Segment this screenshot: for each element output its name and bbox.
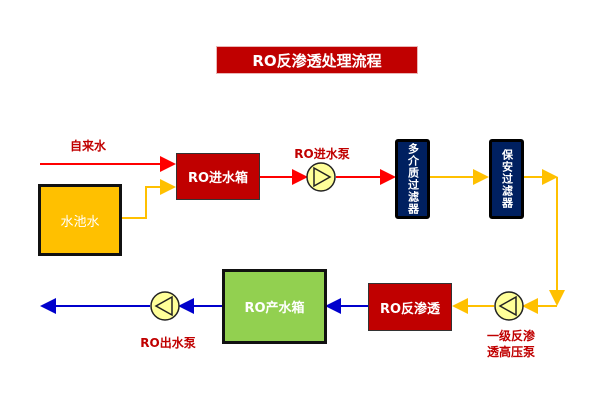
ro-feed-tank-box: RO进水箱 bbox=[176, 153, 260, 200]
tap-water-label: 自来水 bbox=[69, 139, 106, 153]
ro-feed-pump-icon bbox=[306, 162, 336, 192]
ro-unit-box: RO反渗透 bbox=[368, 283, 452, 331]
hp-pump-label-line2: 透高压泵 bbox=[486, 345, 535, 359]
ro-outlet-pump-label: RO出水泵 bbox=[140, 336, 196, 350]
pool-water-box: 水池水 bbox=[38, 184, 122, 256]
diagram-title: RO反渗透处理流程 bbox=[216, 46, 418, 74]
hp-pump-label: 一级反渗 透高压泵 bbox=[476, 328, 546, 360]
ro-outlet-pump-icon bbox=[150, 291, 180, 321]
multimedia-filter-box: 多介质过滤器 bbox=[395, 139, 430, 219]
hp-pump-icon bbox=[494, 291, 524, 321]
security-filter-box: 保安过滤器 bbox=[489, 139, 524, 219]
hp-pump-label-line1: 一级反渗 bbox=[486, 329, 535, 343]
ro-product-tank-box: RO产水箱 bbox=[222, 269, 327, 344]
ro-feed-pump-label: RO进水泵 bbox=[294, 147, 350, 161]
pool-water-line bbox=[122, 179, 176, 219]
